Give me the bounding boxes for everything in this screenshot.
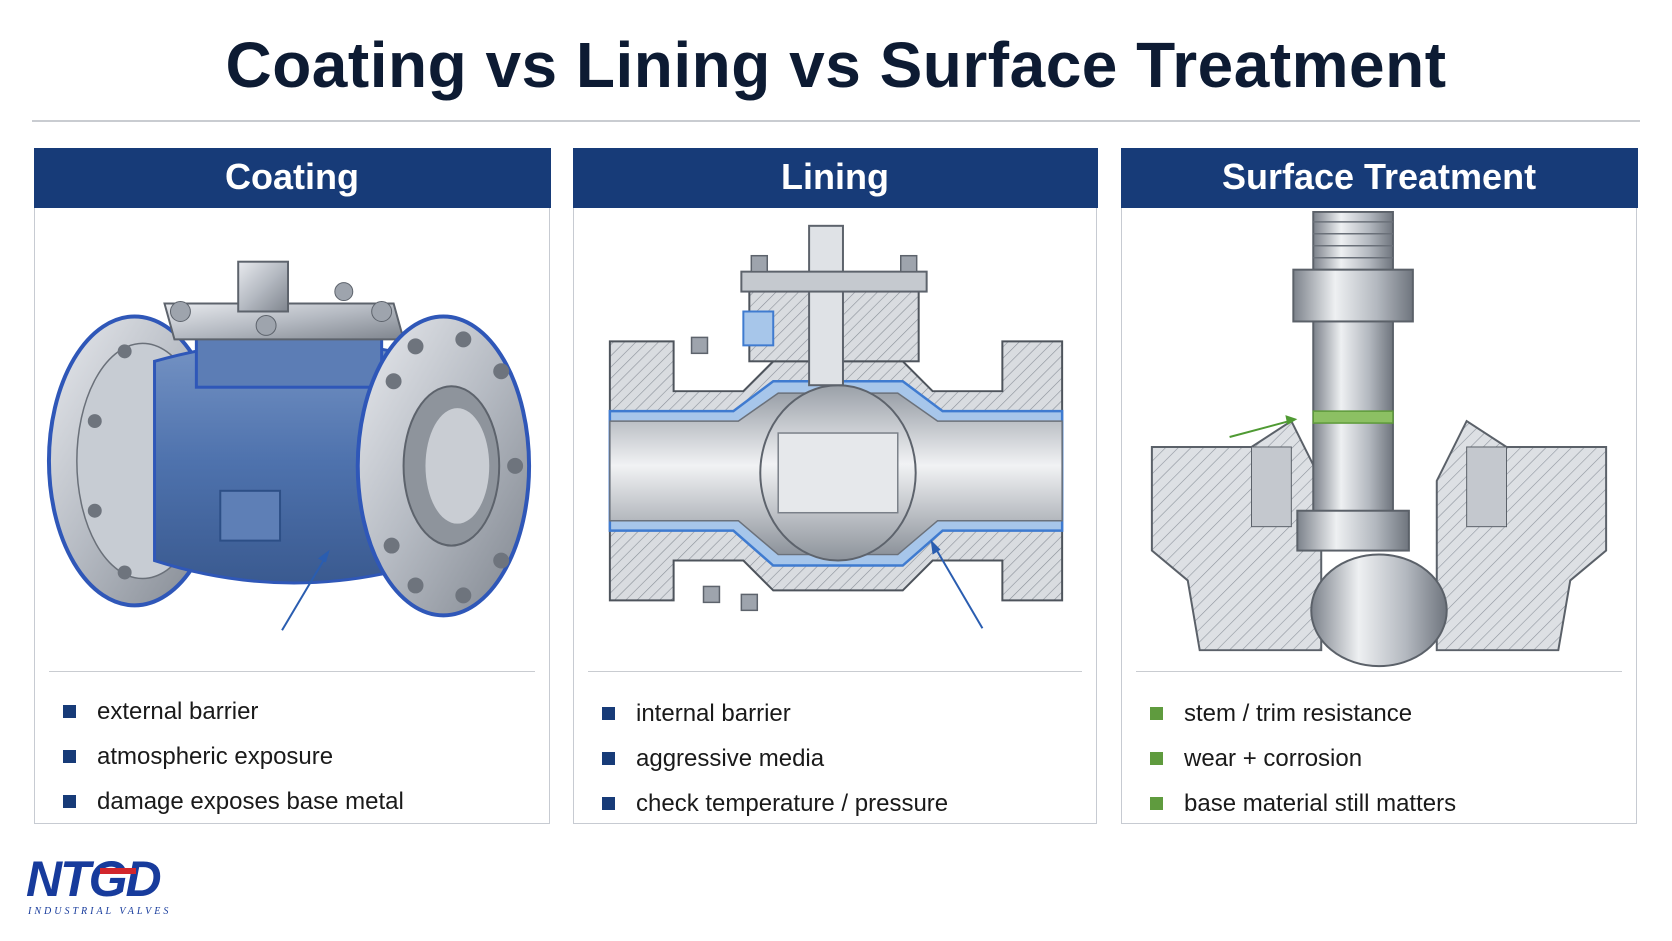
coated-ball-valve-illustration [46, 260, 532, 631]
lining-bullet-list: internal barrier aggressive media check … [602, 691, 948, 826]
list-item: base material still matters [1150, 781, 1456, 826]
lining-heading: Lining [572, 147, 1098, 208]
surface-treatment-panel: Surface Treatment [1120, 147, 1638, 826]
list-item: atmospheric exposure [63, 734, 404, 779]
square-bullet-icon [1150, 707, 1163, 720]
surface-treatment-bullet-list: stem / trim resistance wear + corrosion … [1150, 691, 1456, 826]
square-bullet-icon [63, 705, 76, 718]
coating-panel: Coating [33, 147, 551, 824]
lining-panel: Lining [572, 147, 1098, 826]
logo-accent [100, 868, 136, 874]
lining-divider [588, 671, 1082, 672]
list-item: stem / trim resistance [1150, 691, 1456, 736]
title-divider [32, 120, 1640, 122]
page-title: Coating vs Lining vs Surface Treatment [225, 29, 1447, 101]
square-bullet-icon [1150, 752, 1163, 765]
lined-valve-cross-section-illustration [608, 224, 1064, 629]
square-bullet-icon [602, 752, 615, 765]
list-item: aggressive media [602, 736, 948, 781]
list-item: external barrier [63, 689, 404, 734]
surface-treatment-heading: Surface Treatment [1120, 147, 1638, 208]
square-bullet-icon [1150, 797, 1163, 810]
treated-stem-illustration [1150, 211, 1608, 668]
coating-bullet-list: external barrier atmospheric exposure da… [63, 689, 404, 824]
square-bullet-icon [602, 797, 615, 810]
coating-divider [49, 671, 535, 672]
square-bullet-icon [63, 795, 76, 808]
square-bullet-icon [63, 750, 76, 763]
list-item: damage exposes base metal [63, 779, 404, 824]
coating-heading: Coating [33, 147, 551, 208]
ntgd-logo: NTGD INDUSTRIAL VALVES [26, 851, 171, 917]
logo-tagline: INDUSTRIAL VALVES [27, 906, 171, 917]
list-item: internal barrier [602, 691, 948, 736]
square-bullet-icon [602, 707, 615, 720]
surface-treatment-divider [1136, 671, 1622, 672]
list-item: wear + corrosion [1150, 736, 1456, 781]
logo-mark: NTGD [26, 851, 161, 907]
list-item: check temperature / pressure [602, 781, 948, 826]
